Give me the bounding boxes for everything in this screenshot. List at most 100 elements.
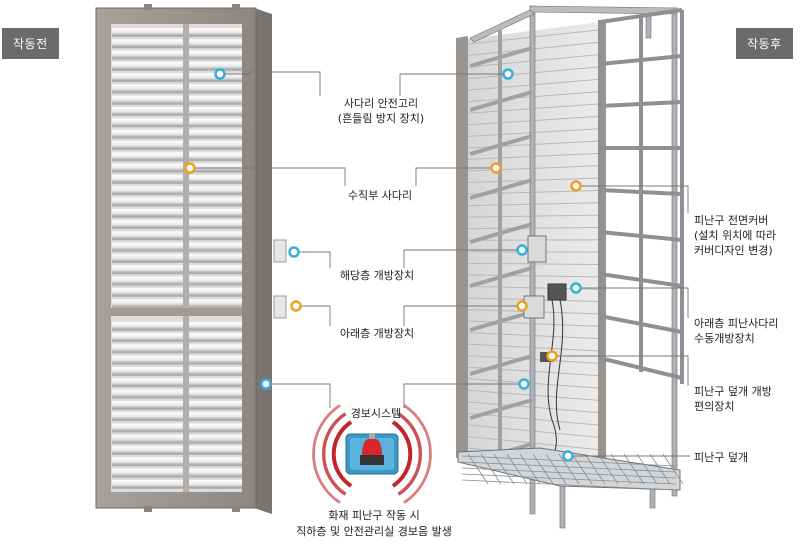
label-front-cover-line3: 커버디자인 변경) [694, 244, 773, 257]
alarm-wave-right [397, 412, 422, 496]
louvre-slat [112, 163, 242, 172]
label-alarm-line1: 경보시스템 [350, 407, 402, 420]
louvre-slat [112, 39, 242, 48]
label-ladder-anchor: 사다리 안전고리 (흔들림 방지 장치) [326, 96, 436, 126]
after-badge-text: 작동후 [747, 37, 782, 51]
grid-rung [599, 8, 683, 24]
alarm-left-line [266, 383, 331, 408]
lower-ladder-dot [570, 282, 582, 294]
hatch-aid-dot [546, 350, 558, 362]
alarm-caption-line2: 직하층 및 안전관리실 경보음 발생 [296, 525, 452, 538]
louvre-slat [112, 242, 242, 251]
louvre-slat [112, 129, 242, 138]
louvre-slat [112, 412, 242, 421]
louvre-slat [112, 389, 242, 398]
label-hatch-aid: 피난구 덮개 개방 편의장치 [694, 384, 772, 414]
hatch-cover-dot [562, 450, 574, 462]
before-badge-text: 작동전 [13, 37, 48, 51]
ladder-anchor-left-line [220, 71, 321, 96]
after-badge: 작동후 [736, 28, 793, 59]
louvre-slat [112, 276, 242, 285]
grid-rung [599, 54, 683, 66]
label-vertical-ladder-line1: 수직부 사다리 [347, 189, 413, 202]
louvre-slat [112, 480, 242, 488]
front-cover-line [576, 185, 689, 213]
lower-opener-right-line [403, 305, 522, 326]
alarm-wave-left [312, 404, 341, 504]
label-hatch-cover: 피난구 덮개 [694, 450, 748, 465]
vertical-ladder-left-dot [184, 162, 196, 174]
ladder-rail-front [671, 7, 678, 497]
louvre-slat [112, 186, 242, 195]
floor-opener-right-dot [516, 244, 528, 256]
label-lower-opener: 아래층 개방장치 [322, 326, 432, 341]
louvre-slat [112, 434, 242, 443]
floor-opener-left-line [294, 251, 331, 268]
alarm-wave-right [403, 404, 432, 504]
grid-rung [599, 188, 683, 196]
louvre-slat [112, 208, 242, 217]
label-floor-opener: 해당층 개방장치 [322, 268, 432, 283]
louvre-slat [112, 50, 242, 59]
louvre-slat [112, 231, 242, 240]
louvre-slat [112, 299, 242, 308]
label-front-cover-line2: (설치 위치에 따라 [694, 229, 777, 242]
lower-ladder-line [576, 287, 689, 318]
lower-opener-left-line [296, 305, 331, 326]
louvre-slat [112, 400, 242, 409]
vertical-ladder-right-dot [490, 162, 502, 174]
lower-opener-left-dot [290, 300, 302, 312]
louvre-slat [112, 152, 242, 161]
louvre-slat [112, 141, 242, 149]
grid-rung [599, 230, 683, 242]
louvre-slat [112, 378, 242, 387]
floor-opener-right-line [403, 249, 522, 268]
panel-side [254, 8, 272, 514]
louvre-slat [112, 95, 242, 104]
louvre-slat [112, 321, 242, 330]
louvre-slat [112, 423, 242, 432]
louvre-slat [112, 457, 242, 466]
before-badge: 작동전 [2, 28, 59, 59]
label-hatch-aid-line2: 편의장치 [694, 400, 735, 413]
alarm-caption: 화재 피난구 작동 시 직하층 및 안전관리실 경보음 발생 [276, 508, 472, 540]
grid-rung [599, 100, 683, 108]
alarm-left-dot [260, 378, 272, 390]
lower-opener-box [273, 295, 287, 319]
panel-center-stile [183, 24, 189, 492]
louvre-slat [112, 367, 242, 375]
ladder-anchor-left-dot [214, 68, 226, 80]
alarm-right-dot [518, 378, 530, 390]
louvre-slat [112, 107, 242, 116]
alarm-right-line [403, 383, 524, 408]
cabinet-left-post [456, 36, 468, 458]
vertical-ladder-left-line [190, 167, 346, 186]
louvre-slat [112, 468, 242, 477]
floor-opener-box [273, 239, 287, 263]
louvre-slat [112, 174, 242, 183]
louvre-slat [112, 333, 242, 342]
lower-opener-right-dot [516, 300, 528, 312]
louvre-slat [112, 265, 242, 274]
label-front-cover: 피난구 전면커버 (설치 위치에 따라 커버디자인 변경) [694, 213, 776, 258]
label-ladder-anchor-line1: 사다리 안전고리 [343, 97, 419, 110]
grid-rung [599, 314, 683, 334]
louvre-slat [112, 73, 242, 82]
vertical-ladder-right-line [415, 167, 496, 186]
louvre-slat [112, 197, 242, 206]
ladder-anchor-right-dot [502, 68, 514, 80]
panel-mid-rail [111, 308, 242, 316]
louvre-slat [112, 355, 242, 364]
louvre-slat [112, 84, 242, 93]
closed-hatch-panel [95, 4, 287, 514]
louvre-slat [112, 28, 242, 36]
label-hatch-aid-line1: 피난구 덮개 개방 [694, 385, 772, 398]
louvre-slat [112, 118, 242, 127]
alarm-caption-line1: 화재 피난구 작동 시 [328, 509, 420, 522]
label-hatch-cover-line1: 피난구 덮개 [694, 451, 749, 464]
louvre-slat [112, 344, 242, 353]
alarm-graphic [312, 404, 432, 504]
floor-opener-left-dot [288, 246, 300, 258]
